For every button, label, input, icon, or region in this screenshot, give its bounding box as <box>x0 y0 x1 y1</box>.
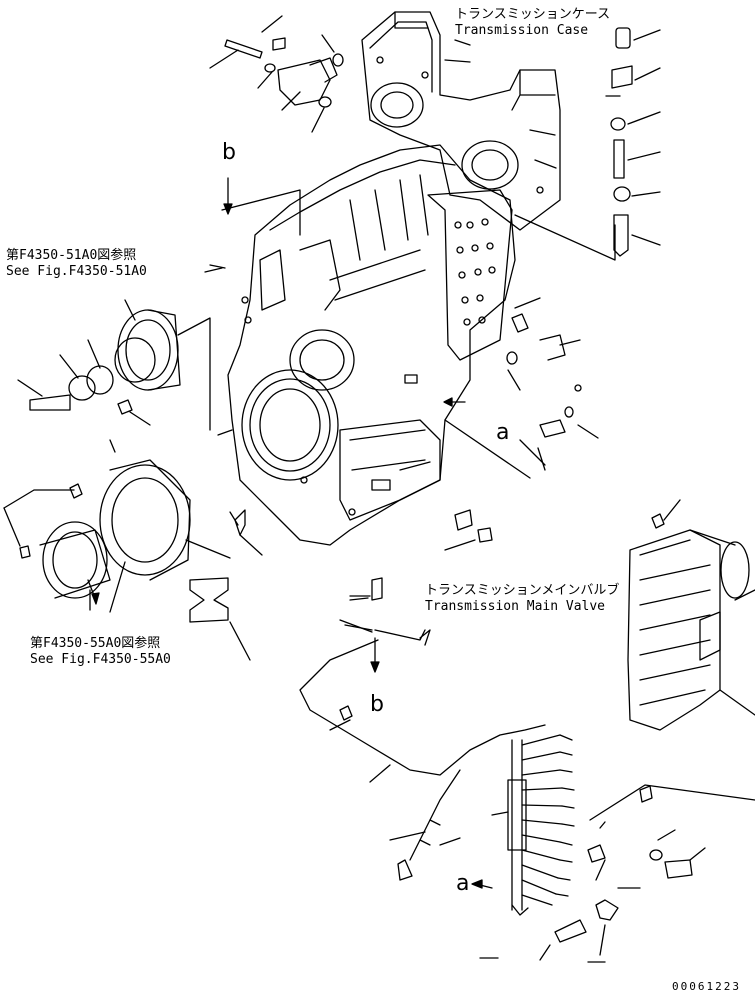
view-marker-b-top: b <box>222 140 236 165</box>
reference-51-label-en: See Fig.F4350-51A0 <box>6 264 147 279</box>
left-lower-flange-assembly <box>3 439 263 661</box>
wiring-harness <box>299 577 755 963</box>
reference-51-label-jp: 第F4350-51A0図参照 <box>6 248 137 263</box>
transmission-case <box>361 11 561 231</box>
transmission-case-label-en: Transmission Case <box>455 23 589 38</box>
gearbox-body <box>227 144 516 546</box>
right-column-parts <box>514 27 661 261</box>
main-valve-label-en: Transmission Main Valve <box>425 599 606 614</box>
reference-55-label-jp: 第F4350-55A0図参照 <box>30 636 161 651</box>
view-marker-a-bottom: a <box>456 871 470 896</box>
drawing-number: 00061223 <box>672 980 741 993</box>
main-valve-label-jp: トランスミッションメインバルブ <box>425 583 620 598</box>
view-marker-a-right: a <box>496 420 510 445</box>
view-marker-b-mid: b <box>370 692 384 717</box>
top-left-parts <box>209 15 344 133</box>
arrows <box>87 177 493 889</box>
transmission-case-label-jp: トランスミッションケース <box>455 7 611 22</box>
reference-55-label-en: See Fig.F4350-55A0 <box>30 652 171 667</box>
main-valve <box>627 499 755 731</box>
left-flange-assembly <box>17 299 233 436</box>
side-fittings <box>204 189 599 551</box>
